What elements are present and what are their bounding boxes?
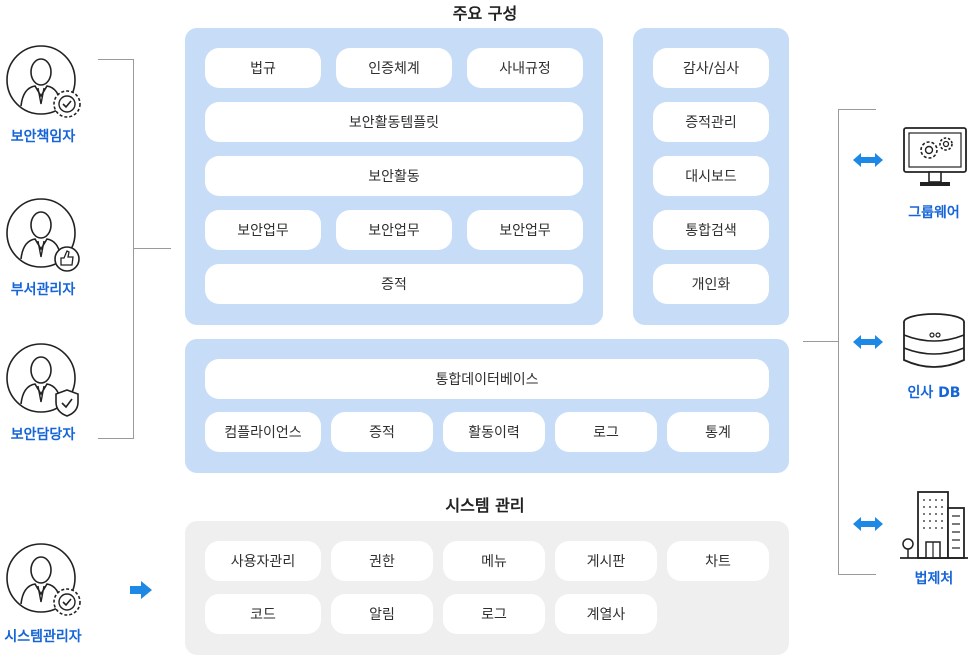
core-item[interactable]: 보안업무: [467, 210, 583, 250]
external-bracket-top: [838, 109, 876, 110]
system-item[interactable]: 알림: [331, 594, 433, 634]
side-item[interactable]: 대시보드: [653, 156, 769, 196]
system-item[interactable]: 사용자관리: [205, 541, 321, 581]
avatar: [3, 195, 83, 275]
role-bracket-connector: [133, 248, 171, 249]
external-hr-db: 인사 DB: [879, 312, 970, 402]
external-groupware: 그룹웨어: [879, 124, 970, 222]
avatar: [3, 340, 83, 420]
external-bracket-bottom: [838, 574, 876, 575]
external-label: 그룹웨어: [908, 205, 960, 221]
role-bracket-vertical: [133, 59, 134, 439]
side-item[interactable]: 감사/심사: [653, 48, 769, 88]
role-security-officer: 보안책임자: [0, 42, 98, 146]
external-bracket-vertical: [838, 109, 839, 575]
monitor-gears-icon: [903, 127, 967, 186]
user-check-icon: [6, 45, 81, 118]
system-item[interactable]: 계열사: [555, 594, 657, 634]
role-system-admin: 시스템관리자: [0, 540, 98, 646]
integrated-db-title[interactable]: 통합데이터베이스: [205, 359, 769, 399]
system-item[interactable]: 차트: [667, 541, 769, 581]
external-label: 인사 DB: [907, 385, 961, 401]
core-item[interactable]: 보안업무: [205, 210, 321, 250]
role-security-staff: 보안담당자: [0, 340, 98, 444]
role-label: 부서관리자: [10, 282, 76, 298]
core-item[interactable]: 인증체계: [336, 48, 452, 88]
core-item[interactable]: 사내규정: [467, 48, 583, 88]
db-item[interactable]: 증적: [331, 412, 433, 452]
building-icon: [900, 491, 968, 559]
side-item[interactable]: 통합검색: [653, 210, 769, 250]
database-icon: [903, 313, 965, 368]
system-title: 시스템 관리: [445, 496, 525, 515]
user-check-icon: [6, 543, 81, 616]
user-shield-icon: [6, 343, 79, 417]
external-connector: [803, 341, 838, 342]
bidirectional-arrow-icon: [853, 153, 883, 167]
main-title: 주요 구성: [452, 4, 518, 23]
db-item[interactable]: 컴플라이언스: [205, 412, 321, 452]
bidirectional-arrow-icon: [853, 517, 883, 531]
avatar: [3, 540, 83, 620]
role-label: 보안책임자: [10, 129, 76, 145]
user-thumbs-up-icon: [6, 198, 80, 272]
db-item[interactable]: 활동이력: [443, 412, 545, 452]
external-label: 법제처: [914, 571, 954, 587]
core-item[interactable]: 증적: [205, 264, 583, 304]
external-legislation: 법제처: [879, 488, 970, 588]
arrow-right-icon: [130, 581, 152, 599]
core-item[interactable]: 보안업무: [336, 210, 452, 250]
db-item[interactable]: 로그: [555, 412, 657, 452]
side-item[interactable]: 개인화: [653, 264, 769, 304]
system-item[interactable]: 게시판: [555, 541, 657, 581]
side-item[interactable]: 증적관리: [653, 102, 769, 142]
role-bracket-bottom: [98, 438, 134, 439]
system-item[interactable]: 로그: [443, 594, 545, 634]
role-bracket-top: [98, 59, 134, 60]
role-label: 시스템관리자: [4, 629, 82, 645]
bidirectional-arrow-icon: [853, 335, 883, 349]
core-item[interactable]: 보안활동: [205, 156, 583, 196]
system-item[interactable]: 코드: [205, 594, 321, 634]
role-label: 보안담당자: [10, 427, 76, 443]
system-item[interactable]: 권한: [331, 541, 433, 581]
system-item[interactable]: 메뉴: [443, 541, 545, 581]
role-department-manager: 부서관리자: [0, 195, 98, 299]
db-item[interactable]: 통계: [667, 412, 769, 452]
core-item[interactable]: 보안활동템플릿: [205, 102, 583, 142]
avatar: [3, 42, 83, 122]
core-item[interactable]: 법규: [205, 48, 321, 88]
